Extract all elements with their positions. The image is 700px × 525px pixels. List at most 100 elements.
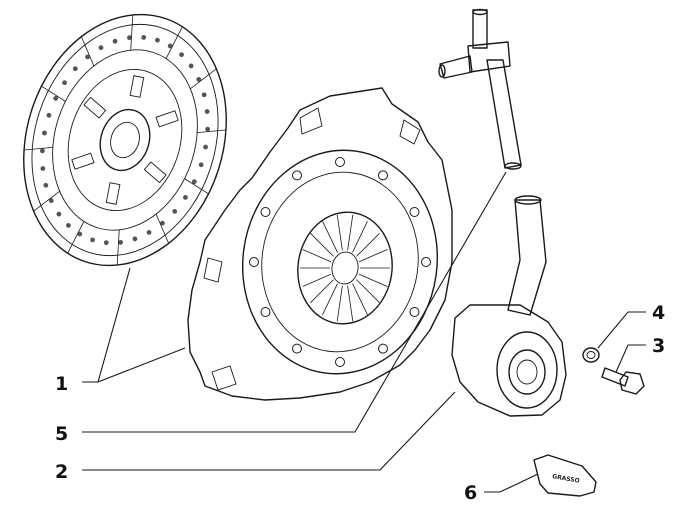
leader-2	[82, 391, 456, 471]
bolt-hole	[421, 257, 431, 267]
bleed-nipple	[438, 64, 446, 78]
washer-outer	[582, 347, 600, 363]
disc-segment-line	[24, 146, 53, 151]
disc-rivet	[203, 144, 208, 150]
disc-rivet	[90, 237, 95, 243]
disc-rivet	[172, 208, 178, 214]
damper-spring	[105, 182, 121, 205]
disc-segment-line	[130, 14, 134, 51]
bearing-bore	[516, 359, 538, 385]
disc-rivet	[118, 239, 123, 245]
diaphragm-finger	[322, 283, 338, 315]
disc-rivet	[146, 229, 152, 235]
disc-rivet	[112, 38, 118, 44]
bolt-hole	[409, 207, 420, 217]
hydraulic-pipe	[438, 8, 522, 170]
disc-hub-spline	[110, 121, 140, 159]
cylinder-body	[451, 304, 567, 417]
diaphragm-finger	[310, 279, 334, 303]
disc-rivet	[167, 43, 173, 49]
damper-spring	[129, 75, 145, 98]
disc-rivet	[103, 240, 109, 246]
disc-rivet	[42, 130, 47, 136]
bearing-housing	[496, 331, 558, 409]
cover-lug-top	[299, 107, 323, 135]
callout-3: 3	[652, 335, 665, 357]
leader-lines	[82, 171, 646, 493]
disc-rivet	[179, 52, 184, 57]
bolt-hole	[335, 357, 345, 367]
diaphragm-finger	[322, 221, 338, 253]
disc-segment-line	[80, 36, 95, 67]
pressure-plate	[187, 87, 453, 401]
pipe-body	[486, 59, 522, 169]
disc-rivet	[39, 148, 45, 154]
disc-rivet	[77, 231, 83, 237]
disc-rivet	[201, 92, 207, 98]
disc-segment-line	[184, 178, 209, 195]
disc-segment-line	[165, 26, 183, 59]
diaphragm-finger	[347, 285, 354, 322]
disc-rivet	[62, 80, 67, 86]
diaphragm-finger	[358, 249, 388, 263]
pipe-upper-fitting	[472, 9, 488, 49]
disc-rivet	[98, 45, 104, 51]
disc-rivet	[204, 109, 210, 114]
disc-rivets	[24, 14, 226, 266]
disc-rivet	[191, 179, 197, 185]
disc-segment-line	[67, 221, 85, 254]
leader-5	[82, 171, 507, 433]
damper-springs	[71, 75, 179, 205]
plate-inner-ring	[261, 171, 419, 353]
disc-rivet	[132, 236, 138, 242]
disc-rivet	[56, 211, 62, 217]
damper-spring	[71, 152, 95, 170]
diaphragm-spring	[297, 211, 393, 325]
damper-spring	[155, 110, 179, 128]
disc-rivet	[141, 34, 147, 40]
disc-rivet	[85, 54, 90, 60]
callout-1: 1	[55, 373, 68, 395]
leader-6	[484, 473, 539, 493]
washer-hole	[586, 351, 596, 359]
bolt-shank	[601, 367, 629, 387]
bolt-hole	[335, 157, 345, 167]
disc-rivet	[205, 126, 211, 132]
diaphragm-finger	[352, 221, 368, 253]
leader-1-to-disc	[82, 267, 131, 383]
bolt-hole	[378, 170, 388, 181]
diaphragm-finger	[310, 233, 334, 257]
callout-2: 2	[55, 461, 68, 483]
washer	[582, 347, 600, 363]
disc-segment-line	[116, 229, 120, 266]
concentric-slave-cylinder	[451, 195, 567, 417]
disc-rivet	[196, 77, 202, 82]
plate-bolt-holes	[249, 157, 431, 367]
diaphragm-finger	[347, 214, 354, 251]
bolt-head	[619, 371, 645, 395]
disc-rivet	[72, 66, 78, 72]
disc-inner-ring	[52, 49, 198, 231]
disc-friction-ring	[31, 23, 219, 257]
pipe-bleed-arm	[439, 55, 473, 79]
bolt-hole	[260, 307, 271, 317]
diaphragm-finger	[336, 285, 343, 322]
disc-hub	[99, 108, 151, 172]
diaphragm-fingers	[300, 214, 390, 322]
pipe-tee	[467, 41, 511, 73]
diaphragm-finger	[302, 249, 332, 263]
pipe-top-cap	[472, 8, 488, 16]
disc-rivet	[53, 95, 59, 101]
diaphragm-center	[331, 251, 359, 285]
pressure-plate-cover	[187, 87, 453, 401]
disc-rivet	[46, 112, 52, 118]
leader-1-to-plate	[97, 347, 186, 383]
disc-spring-ring	[67, 68, 183, 212]
disc-rivet	[40, 166, 46, 171]
diaphragm-finger	[356, 279, 380, 303]
leader-3	[615, 344, 646, 373]
disc-rivet	[48, 198, 54, 203]
disc-rivet	[66, 223, 71, 228]
disc-outer-rim	[23, 13, 227, 267]
